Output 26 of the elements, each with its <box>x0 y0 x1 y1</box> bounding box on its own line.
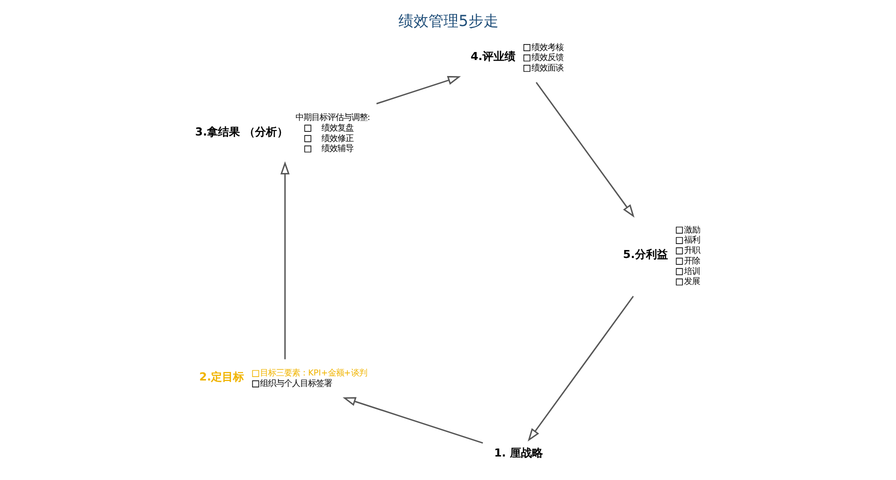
node-label: 中期目标评估与调整: <box>294 112 370 122</box>
node-label: 绩效复盘 <box>321 122 354 132</box>
arrow <box>527 296 634 442</box>
node-text: 1. 厘战略 <box>494 446 542 460</box>
node-label: 绩效面谈 <box>530 62 563 72</box>
node-label: 4.评业绩 <box>470 50 515 63</box>
diagram-title: 绩效管理5步走 <box>398 12 498 30</box>
node-label: 开除 <box>683 255 700 266</box>
node-label: 组织与个人目标签署 <box>260 378 332 388</box>
arrow <box>535 82 634 218</box>
node-label: 2.定目标 <box>198 370 244 384</box>
node-label: 升职 <box>683 245 700 256</box>
node-label: 培训 <box>683 266 700 276</box>
node-label: 3.拿结果 （分析） <box>194 125 288 138</box>
arrow <box>342 397 483 444</box>
node-label: 福利 <box>683 234 700 245</box>
node-label: 激励 <box>683 224 700 234</box>
node-label: 绩效修正 <box>321 132 354 143</box>
node-label: 绩效反馈 <box>530 52 563 62</box>
node-label: 目标三要素：KPI+金额+谈判 <box>260 368 366 378</box>
node-label: 绩效辅导 <box>321 143 354 154</box>
arrow <box>376 76 460 104</box>
arrow <box>280 161 290 360</box>
node-label: 发展 <box>683 276 700 286</box>
node-label: 5.分利益 <box>622 248 668 261</box>
node-label: 绩效考核 <box>530 42 563 52</box>
